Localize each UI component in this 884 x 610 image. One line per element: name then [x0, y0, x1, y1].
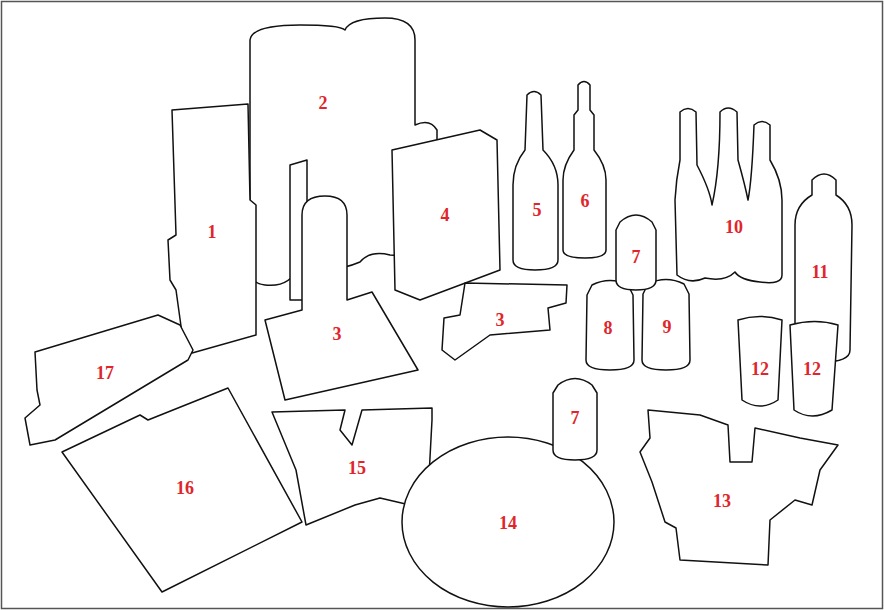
callout-number: 6: [581, 192, 590, 210]
outline-path: [616, 215, 656, 290]
outline-shape: [440, 281, 569, 362]
disc-outline: 14: [400, 435, 616, 609]
bottles-outline: 10: [673, 106, 784, 285]
callout-number: 2: [319, 94, 328, 112]
callout-number: 15: [348, 459, 366, 477]
outline-shape: [638, 408, 840, 567]
outline-path: [642, 280, 690, 371]
callout-number: 14: [499, 514, 517, 532]
bottle-outline: 5: [511, 89, 560, 272]
callout-number: 9: [663, 318, 672, 336]
box-outline: 4: [390, 128, 502, 302]
outline-path: [392, 130, 500, 300]
callout-number: 16: [176, 479, 194, 497]
bottle-outline: 6: [561, 79, 608, 260]
outline-path: [168, 104, 256, 355]
jar-outline: 8: [584, 278, 636, 372]
callout-number: 7: [632, 248, 641, 266]
callout-number: 8: [604, 319, 613, 337]
callout-number: 1: [208, 223, 217, 241]
jar-outline: 7: [551, 376, 599, 462]
outline-path: [513, 92, 558, 271]
cup-outline: 12: [736, 314, 784, 408]
jar-outline: 7: [614, 213, 658, 292]
callout-number: 11: [811, 263, 828, 281]
callout-number: 13: [713, 492, 731, 510]
jar-outline: 9: [640, 277, 692, 372]
callout-number: 12: [803, 360, 821, 378]
outline-path: [790, 322, 838, 417]
sheet-outline: 16: [60, 386, 304, 594]
callout-number: 3: [333, 325, 342, 343]
outline-path: [563, 82, 606, 259]
outline-shape: [561, 79, 608, 260]
outline-path: [402, 437, 614, 607]
callout-number: 7: [571, 409, 580, 427]
outline-path: [640, 410, 838, 565]
callout-number: 12: [751, 360, 769, 378]
outline-path: [553, 379, 597, 461]
outline-path: [738, 317, 782, 407]
wrapper-outline: 13: [638, 408, 840, 567]
outline-shape: [511, 89, 560, 272]
callout-number: 5: [533, 201, 542, 219]
callout-number: 17: [96, 364, 114, 382]
outline-path: [62, 388, 302, 592]
outline-path: [442, 283, 567, 360]
carton-outline: 1: [166, 102, 258, 357]
outline-path: [675, 108, 782, 283]
outline-path: [586, 281, 634, 371]
callout-number: 4: [441, 206, 450, 224]
outline-shape: [673, 106, 784, 285]
callout-number: 10: [725, 218, 743, 236]
package-outline: 3: [440, 281, 569, 362]
cup-outline: 12: [788, 319, 840, 418]
callout-number: 3: [496, 311, 505, 329]
